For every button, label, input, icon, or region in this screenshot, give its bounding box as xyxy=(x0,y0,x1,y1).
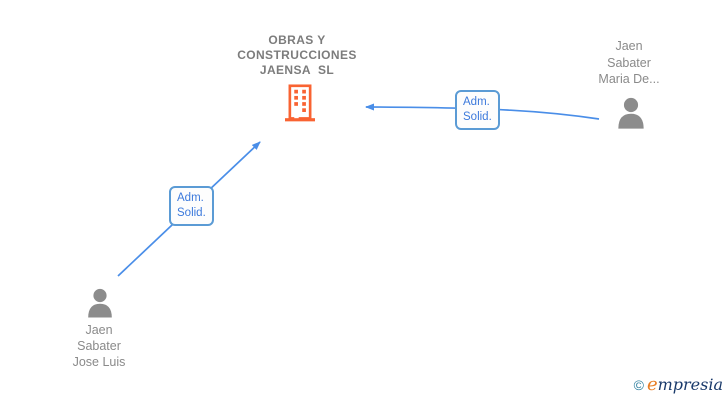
person-name-maria[interactable]: Jaen Sabater Maria De... xyxy=(559,38,699,88)
person-icon xyxy=(618,97,644,129)
person-icon xyxy=(88,288,112,318)
edge-label-line: Adm. xyxy=(177,192,204,204)
person-name-line: Maria De... xyxy=(598,72,660,86)
edge-label-maria-adm-solid[interactable]: Adm. Solid. xyxy=(455,90,500,130)
company-title[interactable]: OBRAS Y CONSTRUCCIONES JAENSA SL xyxy=(187,33,407,78)
person-name-line: Sabater xyxy=(607,55,651,70)
company-node[interactable] xyxy=(285,82,315,124)
edge-label-line: Adm. xyxy=(463,96,490,108)
edge-label-jose-adm-solid[interactable]: Adm. Solid. xyxy=(169,186,214,226)
logo-first-letter: e xyxy=(646,374,658,395)
person-name-line: Jaen xyxy=(85,323,113,337)
edge-label-line: Solid. xyxy=(177,207,206,219)
person-node-maria[interactable] xyxy=(616,96,646,129)
edge-label-line: Solid. xyxy=(463,111,492,123)
building-icon xyxy=(285,84,315,122)
person-name-jose[interactable]: Jaen Sabater Jose Luis xyxy=(29,322,169,370)
empresia-logo[interactable]: ©empresia xyxy=(634,374,723,395)
logo-wordmark: mpresia xyxy=(657,375,723,394)
edge-maria-to-company xyxy=(365,103,600,120)
company-title-line: CONSTRUCCIONES xyxy=(237,48,357,62)
person-name-line: Jaen xyxy=(615,39,643,53)
person-name-line: Sabater xyxy=(77,339,121,353)
copyright-icon: © xyxy=(633,377,644,393)
company-title-line: OBRAS Y xyxy=(268,33,326,47)
person-name-line: Jose Luis xyxy=(72,355,126,369)
person-node-jose[interactable] xyxy=(86,287,114,318)
company-title-line: JAENSA SL xyxy=(259,63,335,77)
